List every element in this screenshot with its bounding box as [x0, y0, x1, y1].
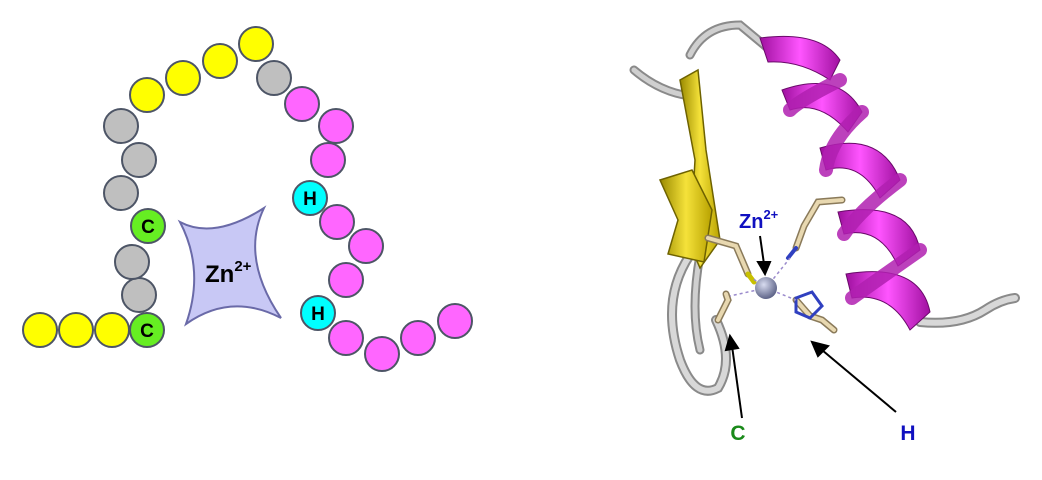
residue-circle: [318, 108, 354, 144]
cysteine-label: C: [141, 217, 155, 238]
residue-circle: [103, 175, 139, 211]
residue-circle: [238, 26, 274, 62]
residue-circle: [114, 244, 150, 280]
residue-circle: [94, 312, 130, 348]
beta-sheet: [658, 68, 721, 270]
histidine-side-chain: [786, 196, 846, 334]
zn-ion-sphere: [755, 277, 777, 299]
histidine-label: H: [311, 304, 325, 325]
residue-circle: [437, 303, 473, 339]
residue-circle: [22, 312, 58, 348]
residue-circle: [256, 60, 292, 96]
residue-circle: [364, 336, 400, 372]
histidine-label: H: [900, 422, 915, 445]
histidine-label: H: [303, 189, 317, 210]
zinc-finger-schematic: Zn2+: [22, 26, 473, 372]
residue-circle: [319, 204, 355, 240]
alpha-helix: [759, 35, 931, 331]
residue-circle: [400, 320, 436, 356]
residue-circle: [310, 142, 346, 178]
cysteine-label: C: [140, 321, 154, 342]
annotation-arrows: [724, 235, 897, 419]
residue-circle: [328, 262, 364, 298]
residue-circle: [58, 312, 94, 348]
residue-circle: [348, 228, 384, 264]
cysteine-residue: [129, 312, 165, 348]
residue-circle: [328, 320, 364, 356]
cysteine-side-chain: [704, 234, 757, 324]
residue-circle: [202, 43, 238, 79]
cysteine-residue: [130, 208, 166, 244]
zn-label: Zn2+: [205, 258, 252, 288]
residue-circle: [129, 77, 165, 113]
zn-star-icon: [177, 205, 282, 327]
histidine-residue: [300, 295, 336, 331]
residue-chain: [22, 26, 473, 372]
cysteine-label: C: [730, 422, 745, 445]
histidine-residue: [292, 180, 328, 216]
residue-circle: [121, 142, 157, 178]
residue-circle: [121, 277, 157, 313]
protein-ribbon-structure: Zn2+ C H: [629, 20, 1020, 445]
zn-label: Zn2+: [739, 207, 779, 233]
residue-circle: [165, 60, 201, 96]
residue-circle: [284, 86, 320, 122]
residue-circle: [103, 108, 139, 144]
